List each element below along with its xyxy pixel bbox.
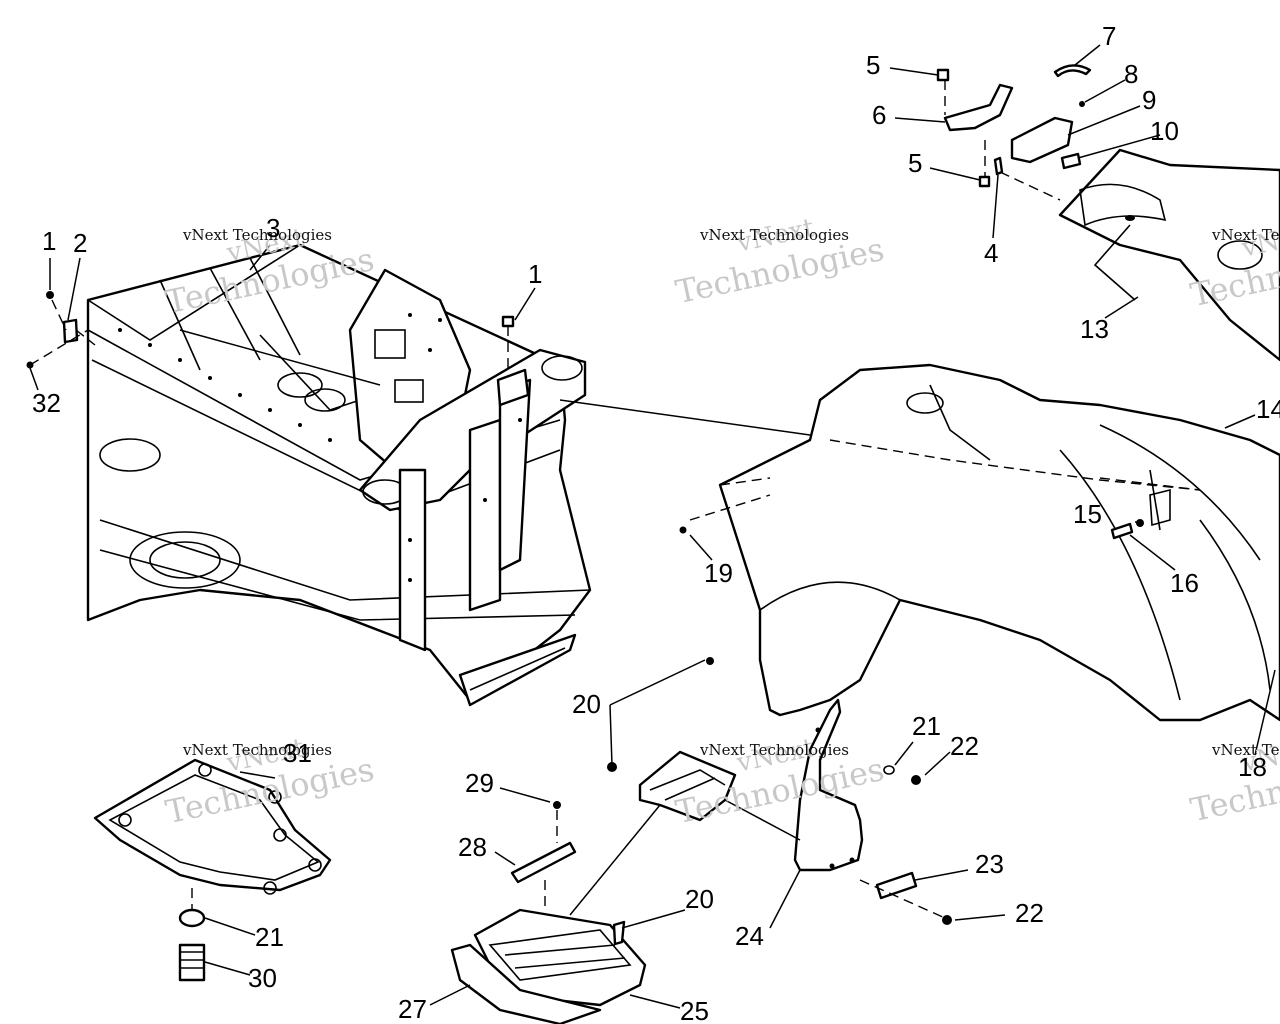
callout: 23 [975, 849, 1004, 879]
callout: 31 [283, 738, 312, 768]
callout: 13 [1080, 314, 1109, 344]
leader-lines [29, 44, 1276, 1009]
footrest [450, 801, 647, 1024]
mud-flap [793, 698, 864, 872]
fender-hardware [679, 519, 1144, 540]
rear-fender [1058, 148, 1280, 362]
callout: 29 [465, 768, 494, 798]
callout: 20 [685, 884, 714, 914]
flap-hardware [859, 765, 952, 925]
callout: 2 [73, 228, 87, 258]
callout: 25 [680, 996, 709, 1024]
svg-text:vNext Technologies: vNext Technologies [182, 741, 332, 759]
svg-text:vNext Technologies: vNext Technologies [182, 226, 332, 244]
skid-plate [93, 758, 332, 982]
callout: 19 [704, 558, 733, 588]
callout: 18 [1238, 752, 1267, 782]
callout: 8 [1124, 59, 1138, 89]
callout: 16 [1170, 568, 1199, 598]
callout: 9 [1142, 85, 1156, 115]
callout: 32 [32, 388, 61, 418]
callout: 3 [266, 213, 280, 243]
callout: 28 [458, 832, 487, 862]
callout: 21 [912, 711, 941, 741]
footrest-bracket [569, 657, 801, 916]
center-hardware [501, 315, 515, 372]
svg-text:vNext Technologies: vNext Technologies [699, 226, 849, 244]
svg-text:vNext Technologies: vNext Technologies [1211, 226, 1280, 244]
callout: 14 [1256, 394, 1280, 424]
callout: 1 [42, 226, 56, 256]
callout: 4 [984, 238, 998, 268]
callout: 10 [1150, 116, 1179, 146]
taillight-assembly [936, 64, 1092, 201]
callout: 27 [398, 994, 427, 1024]
callout: 30 [248, 963, 277, 993]
callout: 15 [1073, 499, 1102, 529]
callout: 5 [866, 50, 880, 80]
vehicle-frame [86, 243, 592, 707]
callout: 22 [950, 731, 979, 761]
callout: 22 [1015, 898, 1044, 928]
svg-text:vNext Technologies: vNext Technologies [1211, 741, 1280, 759]
callout: 1 [528, 259, 542, 289]
callout: 7 [1102, 21, 1116, 51]
callout: 20 [572, 689, 601, 719]
svg-text:vNext Technologies: vNext Technologies [699, 741, 849, 759]
callout-labels: 1 2 3 1 32 5 7 8 6 9 10 5 4 13 14 15 16 … [32, 21, 1280, 1024]
callout: 6 [872, 100, 886, 130]
left-hardware [26, 291, 96, 369]
callout: 24 [735, 921, 764, 951]
callout: 21 [255, 922, 284, 952]
callout: 5 [908, 148, 922, 178]
front-fender [689, 363, 1280, 722]
